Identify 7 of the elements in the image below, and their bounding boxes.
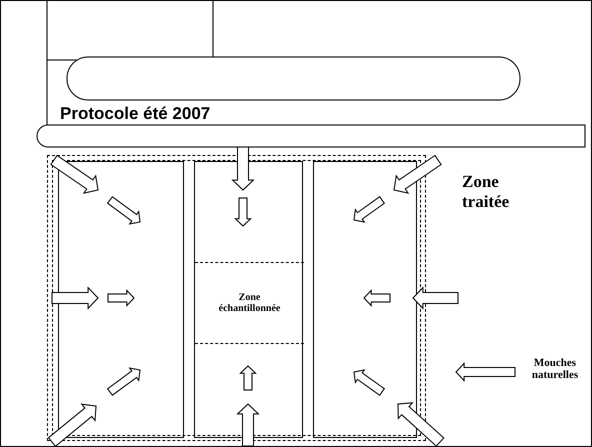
arrow-caption: Mouches naturelles xyxy=(530,357,580,381)
zone-label: Zone échantillonnée xyxy=(218,292,282,314)
plot-area xyxy=(313,161,417,438)
zone-label: Zone traitée xyxy=(462,172,510,212)
sampling-zone xyxy=(195,262,304,344)
title: Protocole été 2007 xyxy=(60,104,210,124)
plot-area xyxy=(58,161,184,438)
